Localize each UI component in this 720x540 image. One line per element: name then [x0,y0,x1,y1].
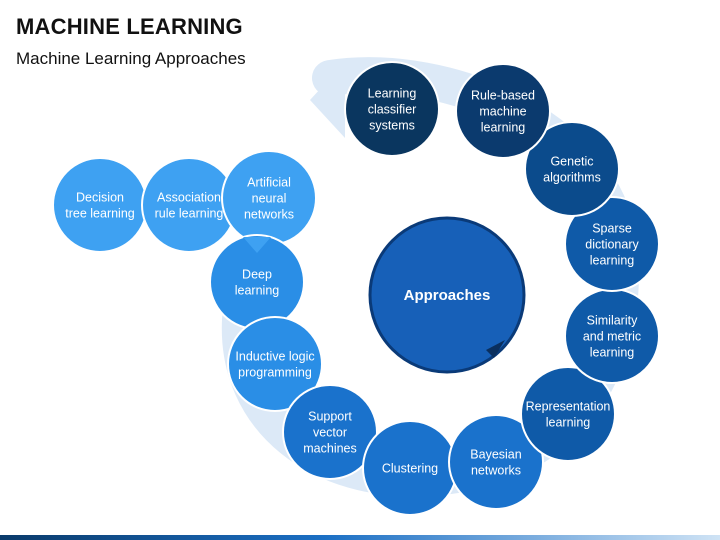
node-label: Bayesian networks [470,448,521,478]
node-label-line: Representation [526,400,611,414]
footer-bar [0,535,720,540]
page-title: MACHINE LEARNING [16,14,243,39]
node-label-line: vector [313,426,347,440]
node-label: Inductive logic programming [235,350,314,380]
node-circle [52,157,148,253]
node-label-line: dictionary [585,238,639,252]
node-label-line: learning [590,346,635,360]
node-label-line: Similarity [587,314,638,328]
node-label-line: algorithms [543,171,601,185]
node-deep-learning: Deep learning [209,234,305,330]
node-label-line: learning [235,284,280,298]
node-label: Genetic algorithms [543,155,601,185]
node-label-line: Bayesian [470,448,521,462]
node-similarity-and-metric-learning: Similarity and metric learning [564,288,660,384]
node-label-line: learning [546,416,591,430]
node-label: Artificial neural networks [244,176,294,222]
center-arrow-icon [486,340,505,358]
node-learning-classifier-systems: Learning classifier systems [344,61,440,157]
spiral-arrow-icon [310,62,345,138]
connector-arrow-icon [243,237,271,253]
node-label-line: Association [157,191,221,205]
node-label: Rule-based machine learning [471,89,535,135]
node-label-line: programming [238,366,312,380]
node-circle [282,384,378,480]
node-label-line: Deep [242,268,272,282]
node-label: Support vector machines [303,410,357,456]
node-label-line: Decision [76,191,124,205]
node-label-line: Support [308,410,352,424]
node-label-line: networks [244,208,294,222]
node-support-vector-machines: Support vector machines [282,384,378,480]
node-decision-tree-learning: Decision tree learning [52,157,148,253]
node-bayesian-networks: Bayesian networks [448,414,544,510]
node-genetic-algorithms: Genetic algorithms [524,121,620,217]
node-label: Similarity and metric learning [583,314,641,360]
node-circle [455,63,551,159]
node-representation-learning: Representation learning [520,366,616,462]
node-label-line: machine [479,105,526,119]
node-circle [520,366,616,462]
node-circle [524,121,620,217]
node-clustering: Clustering [362,420,458,516]
node-artificial-neural-networks: Artificial neural networks [221,150,317,246]
node-inductive-logic-programming: Inductive logic programming [227,316,323,412]
node-label: Association rule learning [155,191,224,221]
node-label: Decision tree learning [65,191,135,221]
node-label-line: tree learning [65,207,135,221]
node-label-line: Rule-based [471,89,535,103]
node-circle [227,316,323,412]
node-label-line: learning [590,254,635,268]
node-label: Deep learning [235,268,280,298]
node-label-line: and metric [583,330,641,344]
node-label: Learning classifier systems [368,87,417,133]
nodes-layer: Decision tree learning Association rule lea… [52,61,660,516]
node-label-line: Genetic [550,155,593,169]
node-label-line: networks [471,464,521,478]
node-label-line: rule learning [155,207,224,221]
node-label-line: learning [481,121,526,135]
node-label-line: Learning [368,87,417,101]
node-label-line: Artificial [247,176,291,190]
node-label-line: machines [303,442,357,456]
node-label-line: neural [252,192,287,206]
center-circle [368,216,526,374]
node-label-line: Sparse [592,222,632,236]
node-label: Clustering [382,462,438,476]
node-circle [448,414,544,510]
page-subtitle: Machine Learning Approaches [16,49,246,68]
node-label: Representation learning [526,400,611,430]
node-label: Sparse dictionary learning [585,222,639,268]
node-sparse-dictionary-learning: Sparse dictionary learning [564,196,660,292]
node-association-rule-learning: Association rule learning [141,157,237,253]
node-rule-based-machine-learning: Rule-based machine learning [455,63,551,159]
node-label-line: Clustering [382,462,438,476]
node-label-line: systems [369,119,415,133]
node-label-line: Inductive logic [235,350,314,364]
center-label: Approaches [404,287,491,304]
node-circle [344,61,440,157]
node-label-line: classifier [368,103,417,117]
node-circle [564,196,660,292]
